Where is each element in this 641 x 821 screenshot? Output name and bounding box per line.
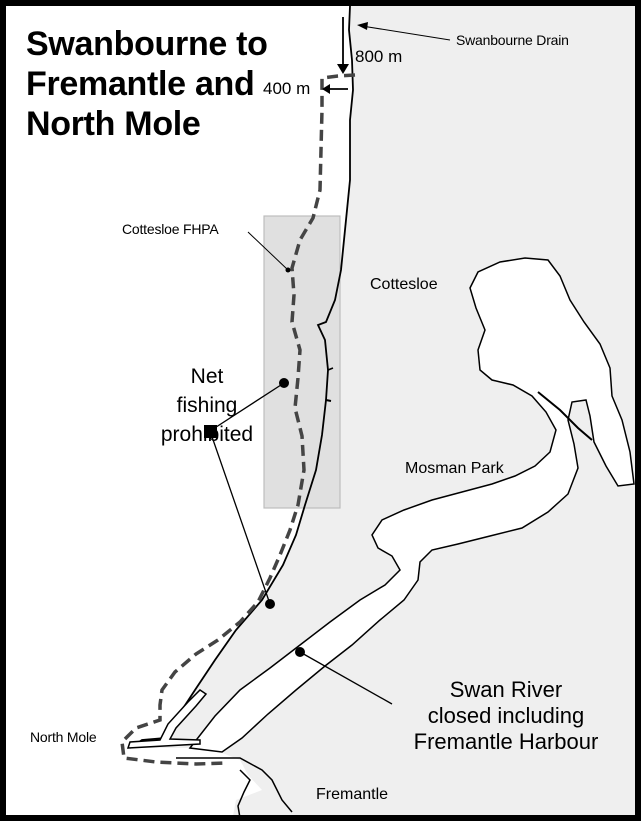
label-mosman-park: Mosman Park [405,460,504,477]
label-cottesloe-fhpa: Cottesloe FHPA [122,221,219,237]
dot-fhpa [285,267,291,273]
leader-net-2 [209,430,271,605]
arrow-800m-head [337,64,349,74]
label-net-fishing: Net fishing prohibited [132,362,282,449]
headland-tick-1 [325,399,332,402]
net-fishing-line-2: fishing [176,394,238,417]
land-area [130,6,641,821]
swan-river-line-2: closed including [427,703,585,728]
title-line-2: Fremantle and [26,65,255,103]
leader-swan-river [299,651,393,705]
title-line-1: Swanbourne to [26,25,268,63]
leader-fhpa [247,231,289,271]
dot-swan-river [295,647,305,657]
label-swanbourne-drain: Swanbourne Drain [456,32,569,48]
label-scale-400m: 400 m [263,79,311,98]
dot-net-2 [265,599,275,609]
net-fishing-line-1: Net [190,365,224,388]
south-mole-structure [176,757,293,819]
title-line-3: North Mole [26,105,201,143]
swan-river-line-3: Fremantle Harbour [413,729,599,754]
arrow-400m-head [322,84,330,94]
dot-net-1 [279,378,289,388]
closure-boundary [120,73,356,766]
swan-river-line-1: Swan River [449,677,563,702]
north-mole-structure [126,689,208,749]
arrow-drain [361,25,451,41]
leader-net-1 [209,382,285,432]
headland-tick-2 [327,367,334,371]
net-fishing-line-3: prohibited [160,423,254,446]
river-inlet [537,391,593,441]
label-scale-800m: 800 m [355,47,403,66]
map-title: Swanbourne to Fremantle and North Mole [26,24,268,144]
arrow-drain-head [357,22,368,30]
swan-river [188,257,635,753]
label-north-mole: North Mole [30,729,97,745]
label-fremantle: Fremantle [316,786,389,803]
label-cottesloe: Cottesloe [370,276,438,293]
label-swan-river: Swan River closed including Fremantle Ha… [386,677,626,755]
